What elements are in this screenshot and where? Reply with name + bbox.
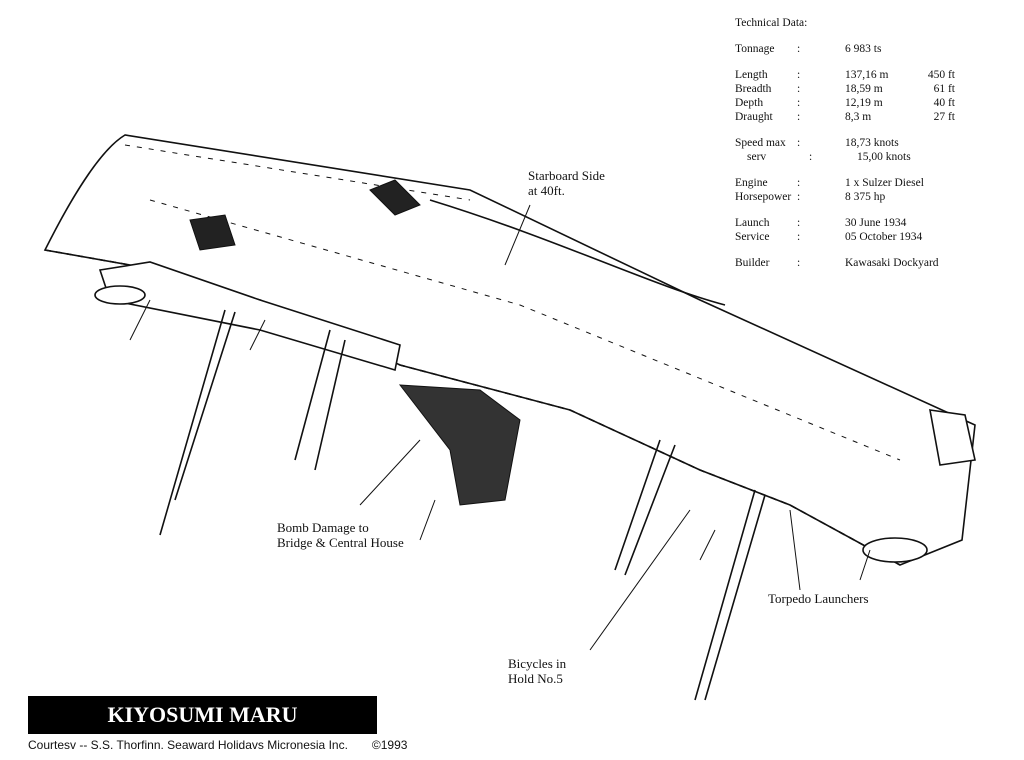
tech-data-sep: :	[797, 43, 801, 55]
label-line: Bicycles in	[508, 656, 567, 671]
tech-data-value: 12,19 m	[845, 97, 883, 109]
bomb-damage	[398, 384, 521, 506]
spacer	[735, 164, 955, 176]
tech-data-sep: :	[797, 217, 801, 229]
tech-data-value: Kawasaki Dockyard	[845, 257, 939, 269]
pointer-torpedo	[789, 509, 801, 591]
starboard-side-label: Starboard Side at 40ft.	[528, 168, 605, 198]
mast-4	[694, 489, 766, 701]
bicycles-label: Bicycles in Hold No.5	[508, 656, 566, 686]
tech-data-sep: :	[797, 137, 801, 149]
label-line: Bomb Damage to	[277, 520, 369, 535]
tech-data-row: Launch: 30 June 1934	[735, 216, 955, 230]
tech-data-row: Tonnage: 6 983 ts	[735, 42, 955, 56]
tech-data-value: 18,73 knots	[845, 137, 899, 149]
torpedo-launchers-label: Torpedo Launchers	[768, 591, 869, 606]
credit-text: Courtesv -- S.S. Thorfinn. Seaward Holid…	[28, 738, 348, 752]
technical-data-title: Technical Data:	[735, 17, 808, 29]
tech-data-sep: :	[797, 257, 801, 269]
label-line: at 40ft.	[528, 183, 565, 198]
tech-data-key: Length	[735, 69, 768, 81]
spacer	[735, 244, 955, 256]
tech-data-value: 6 983 ts	[845, 43, 882, 55]
label-line: Hold No.5	[508, 671, 563, 686]
tech-data-key: Builder	[735, 257, 770, 269]
tech-data-sep: :	[797, 83, 801, 95]
tech-data-unit: 450 ft	[927, 69, 955, 81]
tech-data-key: Engine	[735, 177, 768, 189]
tech-data-sep: :	[797, 69, 801, 81]
mast-1	[159, 309, 236, 536]
tech-data-row: Service: 05 October 1934	[735, 230, 955, 244]
mast-3	[614, 439, 676, 576]
tech-data-value: 8,3 m	[845, 111, 872, 123]
stern-structure	[929, 409, 976, 466]
title-banner: KIYOSUMI MARU	[28, 696, 377, 734]
tech-data-key: Breadth	[735, 83, 772, 95]
tech-data-value: 15,00 knots	[857, 151, 911, 163]
hull-damage-patch	[189, 214, 236, 251]
bomb-damage-label: Bomb Damage to Bridge & Central House	[277, 520, 404, 550]
tech-data-unit: 61 ft	[933, 83, 955, 95]
tech-data-key: Depth	[735, 97, 764, 109]
stern-winch	[862, 537, 928, 563]
copyright-text: ©1993	[371, 738, 408, 752]
tech-data-sep: :	[797, 191, 801, 203]
tech-data-key: Speed max	[735, 137, 786, 149]
tech-data-row: Horsepower: 8 375 hp	[735, 190, 955, 204]
tech-data-value: 1 x Sulzer Diesel	[845, 177, 924, 189]
pointer-bomb	[359, 439, 421, 506]
tech-data-row: Draught: 8,3 m 27 ft	[735, 110, 955, 124]
tech-data-row: Length: 137,16 m 450 ft	[735, 68, 955, 82]
spacer	[735, 124, 955, 136]
tech-data-sep: :	[809, 151, 813, 163]
mast-2	[294, 329, 346, 471]
pointer-starboard	[504, 204, 531, 266]
tech-data-key: Launch	[735, 217, 770, 229]
tech-data-row: Speed max: 18,73 knots	[735, 136, 955, 150]
hull-damage-patch	[369, 179, 421, 216]
label-line: Starboard Side	[528, 168, 605, 183]
tech-data-value: 05 October 1934	[845, 231, 923, 243]
tech-data-sep: :	[797, 231, 801, 243]
tech-data-key: Draught	[735, 111, 773, 123]
tech-data-value: 18,59 m	[845, 83, 883, 95]
pointer-bicycles	[589, 509, 691, 651]
tech-data-sep: :	[797, 97, 801, 109]
tech-data-key: Horsepower	[735, 191, 792, 203]
deck-plating-lines	[124, 144, 901, 461]
tech-data-sep: :	[797, 177, 801, 189]
tech-data-unit: 27 ft	[933, 111, 955, 123]
tech-data-value: 8 375 hp	[845, 191, 886, 203]
deck-edge	[44, 249, 901, 566]
label-line: Bridge & Central House	[277, 535, 404, 550]
tech-data-key: serv	[747, 151, 767, 163]
tech-data-unit: 40 ft	[933, 97, 955, 109]
tech-data-key: Tonnage	[735, 43, 775, 55]
tech-data-sep: :	[797, 111, 801, 123]
tech-data-row: serv: 15,00 knots	[735, 150, 955, 164]
spacer	[735, 56, 955, 68]
tech-data-key: Service	[735, 231, 770, 243]
tech-data-row: Depth: 12,19 m 40 ft	[735, 96, 955, 110]
tech-data-row: Engine: 1 x Sulzer Diesel	[735, 176, 955, 190]
tech-data-value: 137,16 m	[845, 69, 889, 81]
credit-line: Courtesv -- S.S. Thorfinn. Seaward Holid…	[28, 738, 407, 752]
spacer	[735, 204, 955, 216]
tech-data-value: 30 June 1934	[845, 217, 907, 229]
rail-line	[429, 199, 726, 306]
bow-winch	[94, 285, 146, 305]
tech-data-row: Builder: Kawasaki Dockyard	[735, 256, 955, 270]
seabed-grass	[129, 299, 871, 581]
technical-data-panel: Technical Data: Tonnage: 6 983 ts Length: 1…	[735, 16, 955, 270]
tech-data-row: Breadth: 18,59 m 61 ft	[735, 82, 955, 96]
bridge	[98, 261, 401, 372]
